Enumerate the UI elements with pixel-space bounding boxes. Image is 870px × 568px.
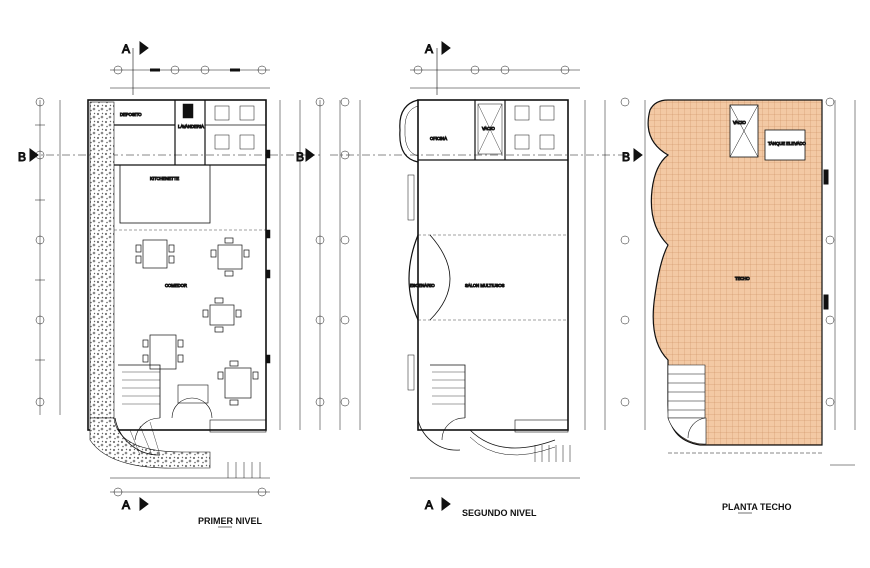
- bathroom-fixtures: [182, 103, 255, 150]
- section-label: A: [122, 498, 130, 512]
- room-label-dining: COMEDOR: [165, 283, 187, 288]
- room-label-deposito: DEPOSITO: [120, 112, 142, 117]
- section-marker-a-top: A: [425, 41, 451, 95]
- section-label: B: [622, 150, 630, 164]
- section-marker-b-left: B B: [18, 148, 320, 165]
- room-label-tank: TANQUE ELEVADO: [768, 141, 807, 146]
- section-label: A: [425, 498, 433, 512]
- plan-first-level: A A B B: [18, 41, 325, 513]
- room-label-lavanderia: LAVANDERIA: [178, 124, 204, 129]
- plan-second-level: A A: [330, 41, 630, 513]
- room-label-oficina: OFICINA: [430, 136, 447, 141]
- water-tank: [764, 129, 806, 161]
- section-marker-a-bottom: A: [122, 497, 149, 513]
- section-label: A: [425, 42, 433, 56]
- plan-roof: B VACIO TANQUE ELEVADO TECHO: [622, 97, 856, 466]
- section-marker-a-top: A: [122, 41, 149, 95]
- room-label-stage: ESCENARIO: [410, 283, 435, 288]
- walls-second-level: [399, 99, 569, 456]
- room-label-roof-void: VACIO: [733, 120, 746, 125]
- dimension-lines-top: [110, 65, 270, 89]
- dimension-lines-bottom: [110, 462, 270, 497]
- room-label-kitchenette: KITCHENETTE: [150, 176, 179, 181]
- dining-furniture: [135, 237, 259, 406]
- dimension-lines: [339, 65, 630, 479]
- roof-stair: [667, 364, 707, 445]
- dimension-lines: [644, 97, 856, 466]
- section-marker-b-right: B: [622, 148, 643, 165]
- plan-title-roof: PLANTA TECHO: [722, 502, 792, 512]
- section-label: A: [122, 42, 130, 56]
- plan-title-first-level: PRIMER NIVEL: [198, 516, 263, 526]
- walls-first-level: [87, 99, 267, 469]
- room-label-vacio: VACIO: [482, 126, 495, 131]
- dimension-lines-left: [35, 97, 61, 415]
- room-label-roof: TECHO: [735, 276, 750, 281]
- plan-title-second-level: SEGUNDO NIVEL: [462, 508, 537, 518]
- section-label: B: [18, 150, 26, 164]
- section-marker-a-bottom: A: [425, 497, 451, 513]
- room-label-multipurpose-hall: SALON MULTIUSOS: [465, 283, 505, 288]
- dimension-lines-right: [265, 97, 325, 430]
